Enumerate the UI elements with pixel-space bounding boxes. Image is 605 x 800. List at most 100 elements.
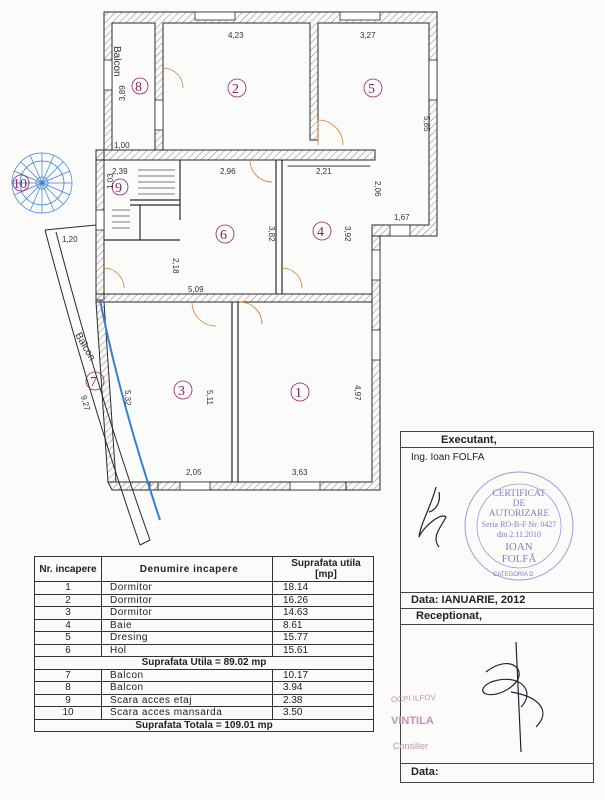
dimensions: 4,23 3,27 3,89 1,00 5,85 2,39 1,03 2,96 … (62, 31, 431, 477)
sum-totala: Suprafata Totala = 109.01 mp (34, 718, 374, 732)
cell-nr: 1 (34, 581, 102, 595)
cell-sup: 16.26 (272, 593, 374, 607)
room-number-1: 1 (295, 386, 302, 401)
cell-den: Balcon (101, 668, 273, 682)
room-numbers: 2 5 8 9 6 4 3 1 7 10 (12, 77, 383, 402)
cell-sup: 2.38 (272, 693, 374, 707)
header-nr: Nr. incapere (34, 556, 102, 582)
receptionat-label: Receptionat, (416, 610, 483, 622)
cell-den: Dresing (101, 631, 273, 645)
dim-585: 5,85 (422, 116, 431, 132)
cell-den: Dormitor (101, 606, 273, 620)
stamp-categoria: CATEGORIA D (493, 572, 534, 578)
signature-panel: Executant, Ing. Ioan FOLFA CATEGORIA D C… (391, 431, 594, 783)
stamp-line-1: CERTIFICAT (492, 489, 546, 499)
cell-den: Dormitor (101, 581, 273, 595)
cell-sup: 15.77 (272, 631, 374, 645)
dim-511: 5,11 (205, 390, 214, 406)
signature-2 (482, 641, 544, 753)
dim-532: 5,32 (123, 390, 132, 406)
stairs-9 (112, 169, 175, 229)
cell-sup: 15.61 (272, 643, 374, 657)
dim-392: 3,92 (343, 226, 352, 242)
room-number-4: 4 (317, 225, 324, 240)
cell-sup: 8.61 (272, 618, 374, 632)
divider (401, 763, 593, 764)
room-number-10: 10 (13, 177, 27, 192)
floor-plan: 4,23 3,27 3,89 1,00 5,85 2,39 1,03 2,96 … (11, 11, 438, 546)
stamp-line-5: din 2.11.2010 (497, 530, 541, 539)
room-number-6: 6 (220, 228, 227, 243)
dim-103: 1,03 (106, 173, 115, 189)
stamp-line-7: FOLFĂ (501, 553, 537, 565)
room-number-9: 9 (115, 181, 122, 196)
divider (401, 447, 593, 448)
dim-296: 2,96 (220, 167, 236, 176)
cell-nr: 9 (34, 693, 102, 707)
doors (103, 67, 344, 327)
room-number-5: 5 (368, 82, 375, 97)
data-date-1: Data: IANUARIE, 2012 (411, 594, 526, 606)
sum-utila: Suprafata Utila = 89.02 mp (34, 656, 374, 670)
room-number-3: 3 (178, 384, 185, 399)
cell-den: Hol (101, 643, 273, 657)
dim-382: 3,82 (267, 226, 276, 242)
divider (401, 624, 593, 625)
stamp-line-6: IOAN (505, 541, 533, 553)
room-number-2: 2 (232, 82, 239, 97)
room-number-7: 7 (90, 375, 97, 390)
engineer-name: Ing. Ioan FOLFA (411, 452, 485, 463)
stamp-line-2: DE (512, 499, 526, 509)
cell-den: Scara acces mansarda (101, 706, 273, 720)
sum-utila-row: Suprafata Utila = 89.02 mp (34, 656, 374, 670)
cell-den: Balcon (101, 681, 273, 695)
walls (95, 11, 438, 491)
balcon-label-left: Balcon (72, 331, 97, 363)
interior-walls (104, 160, 283, 482)
divider (401, 608, 593, 609)
cell-sup: 14.63 (272, 606, 374, 620)
cell-nr: 2 (34, 593, 102, 607)
cell-den: Scara acces etaj (101, 693, 273, 707)
stamp-line-4: Seria RO-B-F Nr. 0427 (481, 520, 557, 529)
balcon-label-top: Balcon (111, 46, 122, 77)
cell-sup: 18.14 (272, 581, 374, 595)
cell-sup: 3.50 (272, 706, 374, 720)
stamp-line-3: AUTORIZARE (488, 509, 550, 519)
cell-nr: 10 (34, 706, 102, 720)
cell-sup: 10.17 (272, 668, 374, 682)
signature-1 (418, 486, 447, 548)
header-denumire: Denumire incapere (101, 556, 273, 582)
cell-nr: 5 (34, 631, 102, 645)
cell-nr: 8 (34, 681, 102, 695)
stamp2-line-1: OCPI ILFOV (390, 692, 437, 705)
cell-nr: 4 (34, 618, 102, 632)
balcony-7 (44, 224, 161, 546)
authorization-stamp: CATEGORIA D (464, 471, 574, 581)
dim-120: 1,20 (62, 235, 78, 244)
header-suprafata: Suprafata utila [mp] (272, 556, 374, 582)
cell-den: Baie (101, 618, 273, 632)
dim-206: 2,06 (373, 181, 382, 197)
dim-927: 9,27 (79, 394, 92, 412)
dim-389: 3,89 (118, 85, 127, 101)
dim-497: 4,97 (353, 385, 362, 401)
dim-221: 2,21 (316, 167, 332, 176)
cell-den: Dormitor (101, 593, 273, 607)
dim-100: 1,00 (114, 141, 130, 150)
cell-nr: 3 (34, 606, 102, 620)
dim-205: 2,05 (186, 468, 202, 477)
executant-label: Executant, (441, 434, 497, 446)
stamp2-line-3: Consilier (393, 741, 429, 751)
windows (95, 11, 438, 491)
cell-sup: 3.94 (272, 681, 374, 695)
dim-239: 2,39 (112, 167, 128, 176)
